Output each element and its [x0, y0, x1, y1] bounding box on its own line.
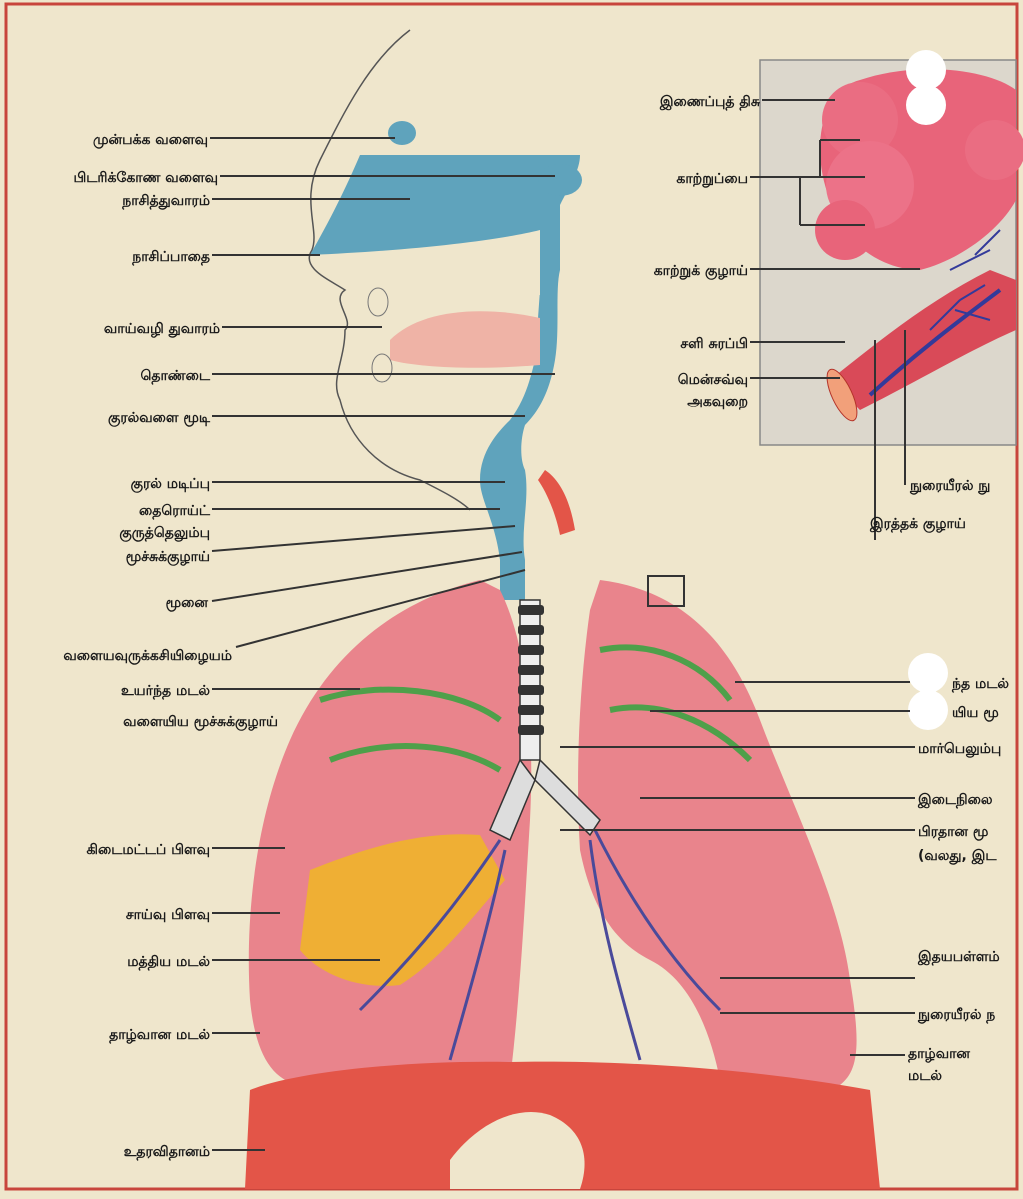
label-main-bronchus-1: பிரதான மூ [918, 824, 988, 841]
label-vocal-fold: குரல் மடிப்பு [131, 476, 210, 493]
lip-upper [368, 288, 388, 316]
label-mucus-gland: சளி சுரப்பி [680, 336, 748, 352]
label-cardiac-notch: இதயபள்ளம் [917, 949, 1000, 966]
label-main-bronchus-2: (வலது, இட [918, 848, 997, 864]
label-apex: மூனை [166, 595, 209, 611]
label-bronchiole-left: வளையிய மூச்சுக்குழாய் [123, 714, 278, 731]
palate [360, 269, 540, 296]
punch-hole [906, 85, 946, 125]
label-diaphragm: உதரவிதானம் [124, 1144, 210, 1161]
punch-hole [908, 690, 948, 730]
label-mediastinum: இடைநிலை [917, 792, 993, 809]
label-connective-tissue: இணைப்புத் திசு [659, 94, 761, 111]
label-trachea: மூச்சுக்குழாய் [126, 549, 210, 566]
label-epiglottis: குரல்வளை மூடி [108, 410, 211, 427]
label-bronchiole-right: யிய மூ [952, 705, 999, 721]
label-upper-lobe-right: ந்த மடல் [951, 676, 1009, 693]
label-lower-lobe-right-2: மடல் [908, 1068, 942, 1084]
label-air-tube: காற்றுக் குழாய் [654, 263, 748, 280]
label-thyroid-1: தைரொய்ட் [139, 503, 211, 520]
alveolus [965, 120, 1023, 180]
label-blood-vessel: இரத்தக் குழாய் [869, 516, 966, 533]
label-nasal-passage: நாசிப்பாதை [131, 249, 210, 266]
label-membrane-1: மென்சவ்வு [678, 372, 748, 388]
label-pharynx: தொண்டை [140, 368, 210, 385]
label-cricoid: வளையவுருக்கசியிழையம் [63, 648, 232, 665]
label-sphenoid-sinus: பிடரிக்கோண வளைவு [73, 170, 218, 186]
label-lower-lobe-left: தாழ்வான மடல் [109, 1027, 210, 1044]
label-oblique-fissure: சாய்வு பிளவு [126, 907, 210, 923]
label-middle-lobe: மத்திய மடல் [127, 954, 210, 971]
label-horizontal-fissure: கிடைமட்டப் பிளவு [86, 842, 210, 858]
sphenoid-sinus-shape [538, 164, 582, 196]
lip-lower [372, 354, 392, 382]
label-alveoli: காற்றுப்பை [676, 171, 748, 187]
frontal-sinus-shape [388, 121, 416, 145]
label-sternum: மார்பெலும்பு [918, 741, 1001, 758]
label-thyroid-2: குருத்தெலும்பு [119, 525, 210, 542]
label-nasal-cavity: நாசித்துவாரம் [121, 193, 210, 210]
punch-hole [908, 653, 948, 693]
label-lower-lobe-right-1: தாழ்வான [908, 1046, 970, 1063]
punch-hole [906, 50, 946, 90]
label-pulmonary-right: நுரையீரல் ந [917, 1007, 995, 1024]
label-upper-lobe-left: உயர்ந்த மடல் [121, 683, 210, 700]
label-oral-cavity: வாய்வழி துவாரம் [104, 321, 220, 338]
alveolus [815, 200, 875, 260]
label-frontal-sinus: முன்பக்க வளைவு [93, 132, 208, 148]
trachea-body [520, 600, 540, 760]
label-pulmonary-vessel: நுரையீரல் நு [909, 478, 990, 494]
label-membrane-2: அகவுறை [687, 394, 748, 410]
